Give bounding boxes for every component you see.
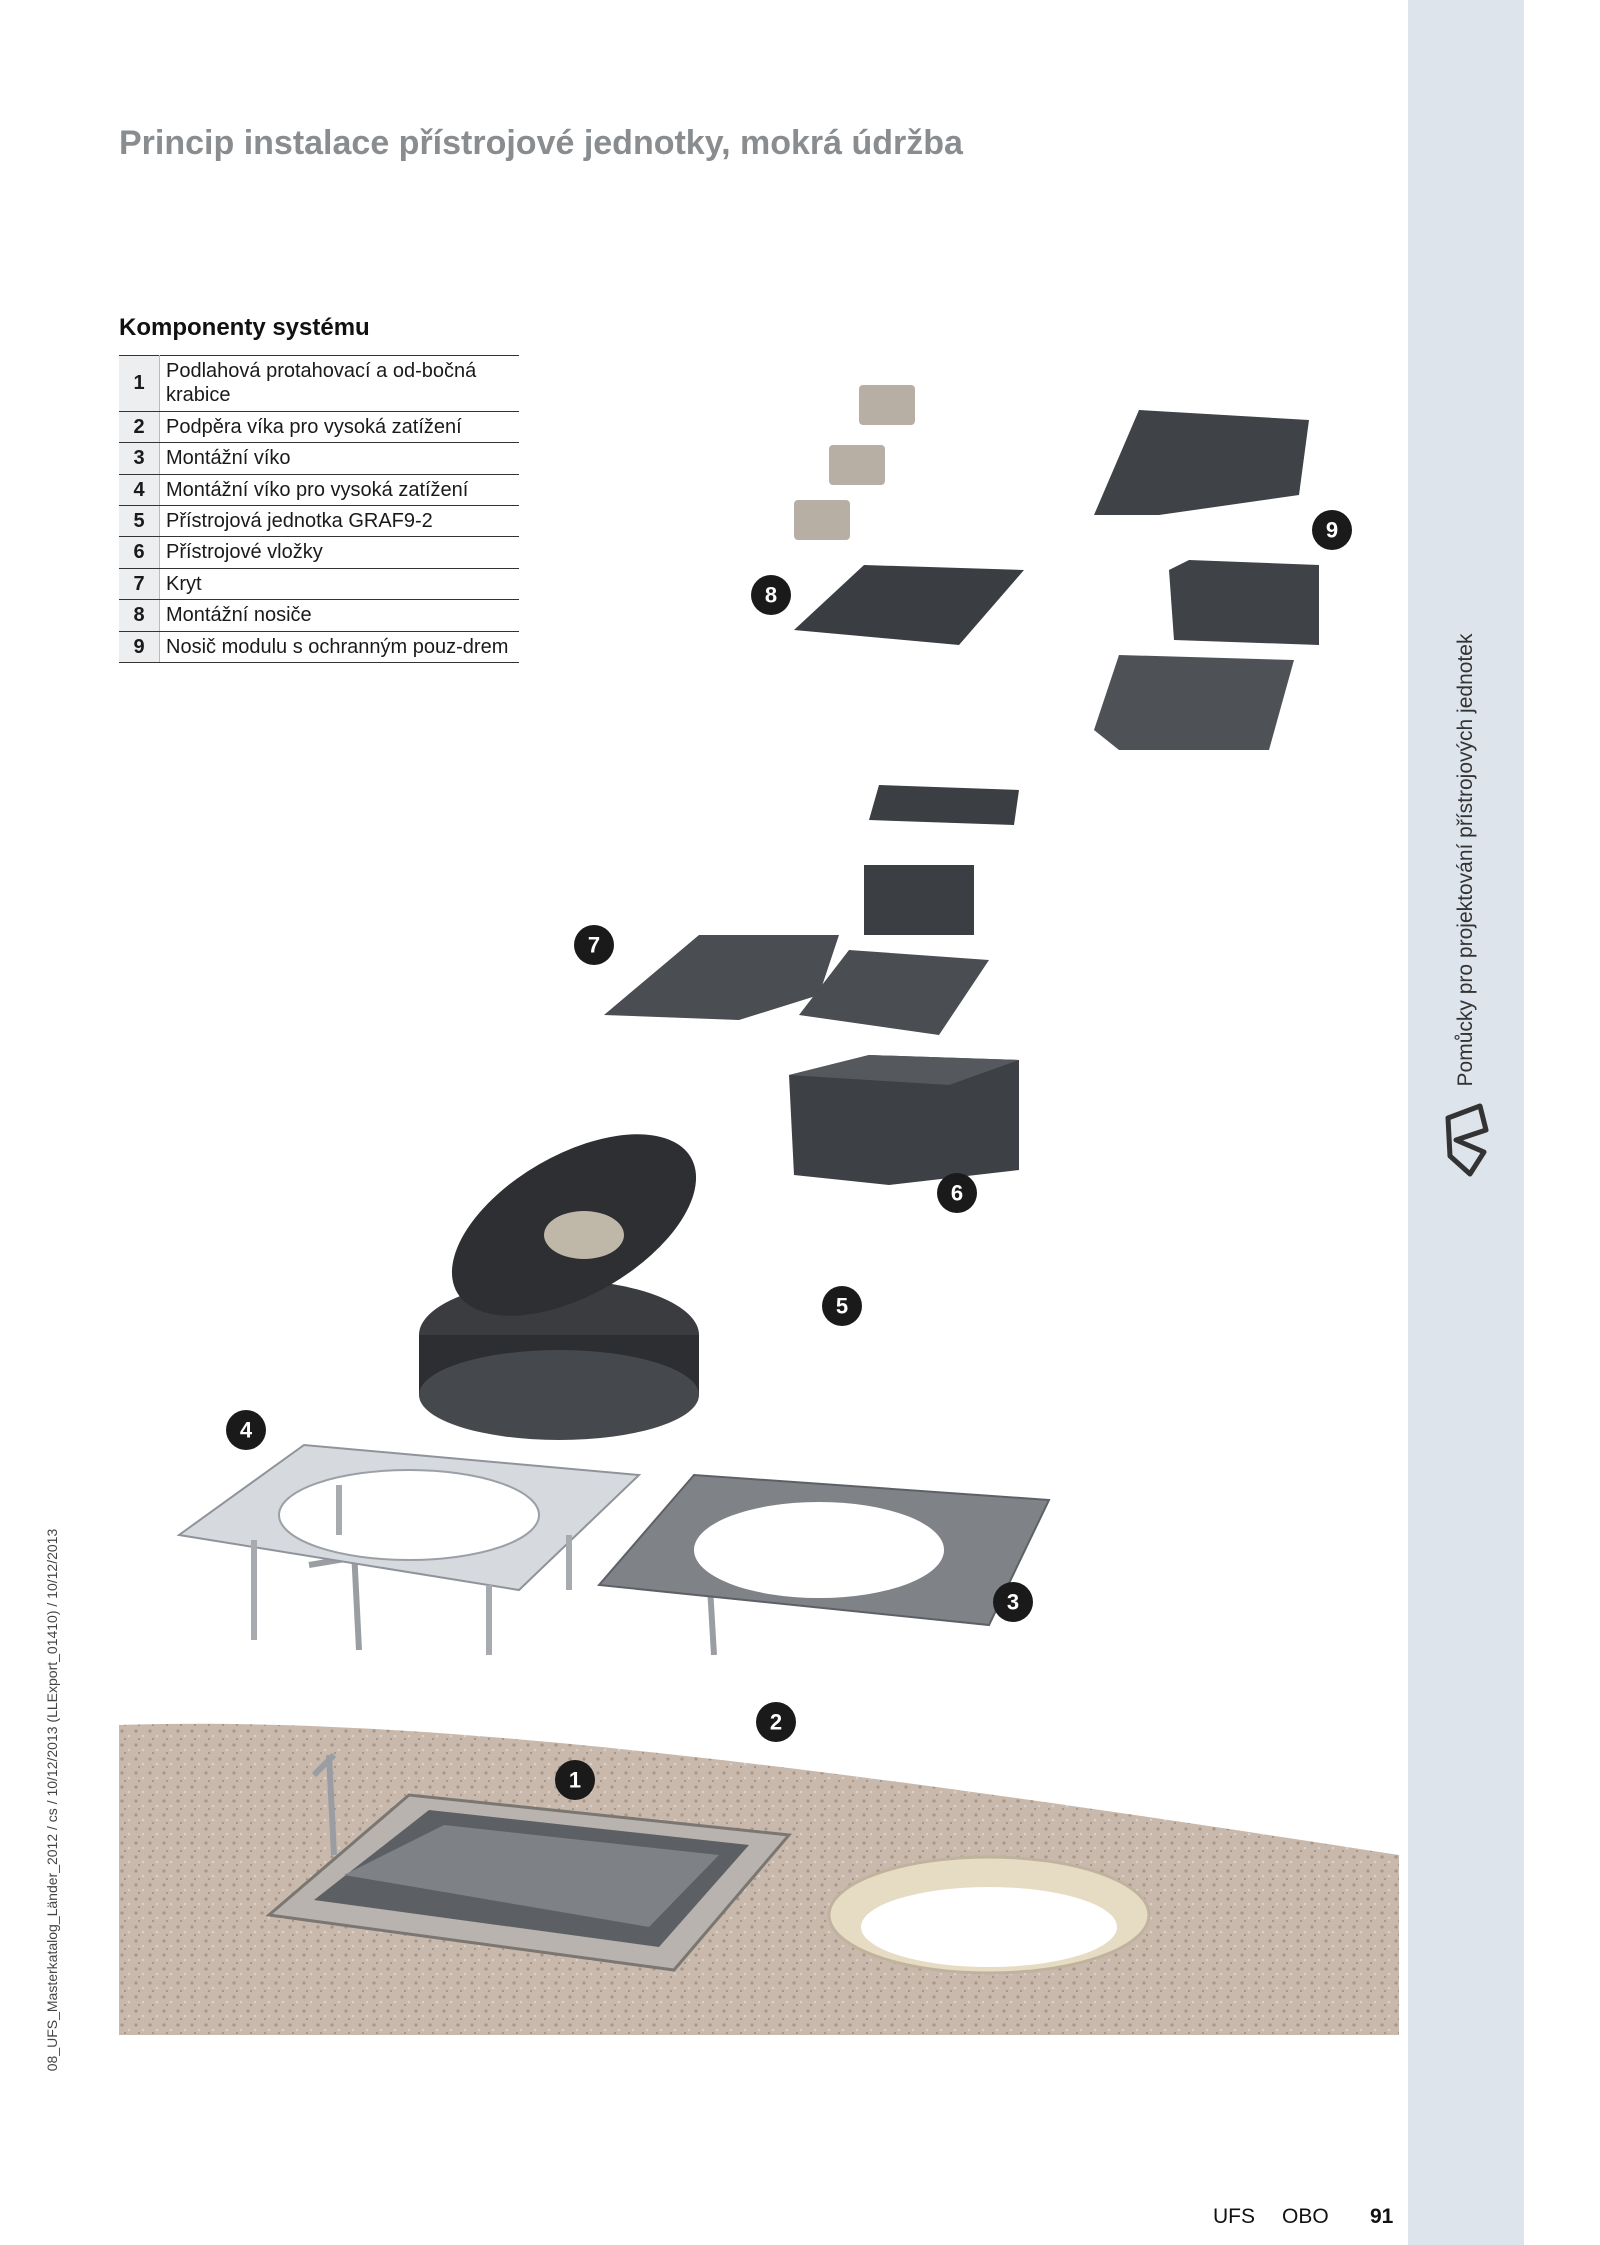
svg-text:1: 1 xyxy=(569,1768,581,1793)
callout-9: 9 xyxy=(1312,510,1352,550)
component-label: Kryt xyxy=(159,567,519,601)
obo-logo-icon xyxy=(1445,1103,1489,1177)
svg-text:9: 9 xyxy=(1326,518,1338,543)
callout-badges: 1 2 3 4 5 6 7 8 9 xyxy=(226,510,1352,1800)
callout-1: 1 xyxy=(555,1760,595,1800)
component-number: 1 xyxy=(119,355,160,412)
svg-text:4: 4 xyxy=(240,1418,253,1443)
component-number: 9 xyxy=(119,630,160,663)
callout-8: 8 xyxy=(751,575,791,615)
callout-2: 2 xyxy=(756,1702,796,1742)
callout-5: 5 xyxy=(822,1286,862,1326)
svg-text:6: 6 xyxy=(951,1181,963,1206)
component-label: Podpěra víka pro vysoká zatížení xyxy=(159,410,519,444)
heavy-duty-cover xyxy=(176,1443,642,1655)
side-band xyxy=(1408,0,1524,2245)
callout-7: 7 xyxy=(574,925,614,965)
mounting-cover xyxy=(596,1473,1051,1627)
component-label: Podlahová protahovací a od-bočná krabice xyxy=(159,355,519,412)
component-number: 7 xyxy=(119,567,160,601)
callout-6: 6 xyxy=(937,1173,977,1213)
component-number: 6 xyxy=(119,536,160,569)
component-number: 8 xyxy=(119,599,160,632)
print-code: 08_UFS_Masterkatalog_Länder_2012 / cs / … xyxy=(44,1528,60,2072)
floor-box xyxy=(265,1793,792,1972)
module-carrier xyxy=(1094,410,1319,750)
callout-3: 3 xyxy=(993,1582,1033,1622)
footer-brand: OBO xyxy=(1282,2205,1329,2228)
mounting-carriers xyxy=(794,385,1024,645)
component-number: 4 xyxy=(119,473,160,506)
page-title: Princip instalace přístrojové jednotky, … xyxy=(119,124,963,162)
device-inserts xyxy=(789,1055,1019,1185)
components-heading: Komponenty systému xyxy=(119,314,370,341)
component-number: 3 xyxy=(119,442,160,475)
svg-text:8: 8 xyxy=(765,583,777,608)
cover-frames xyxy=(604,785,1019,1035)
page-number: 91 xyxy=(1370,2205,1394,2228)
side-section-label: Pomůcky pro projektování přístrojových j… xyxy=(1454,633,1477,1087)
component-number: 2 xyxy=(119,410,160,444)
svg-text:7: 7 xyxy=(588,933,600,958)
callout-4: 4 xyxy=(226,1410,266,1450)
device-unit xyxy=(419,1134,699,1440)
component-label: Montážní nosiče xyxy=(159,599,519,632)
exploded-view-illustration: 1 2 3 4 5 6 7 8 9 xyxy=(119,385,1399,2035)
footer-section: UFS xyxy=(1213,2205,1255,2228)
svg-text:3: 3 xyxy=(1007,1590,1019,1615)
component-label: Přístrojové vložky xyxy=(159,536,519,569)
svg-text:5: 5 xyxy=(836,1294,848,1319)
floor-opening xyxy=(861,1887,1117,1967)
component-number: 5 xyxy=(119,504,160,538)
svg-text:2: 2 xyxy=(770,1710,782,1735)
component-label: Nosič modulu s ochranným pouz-drem xyxy=(159,630,519,663)
